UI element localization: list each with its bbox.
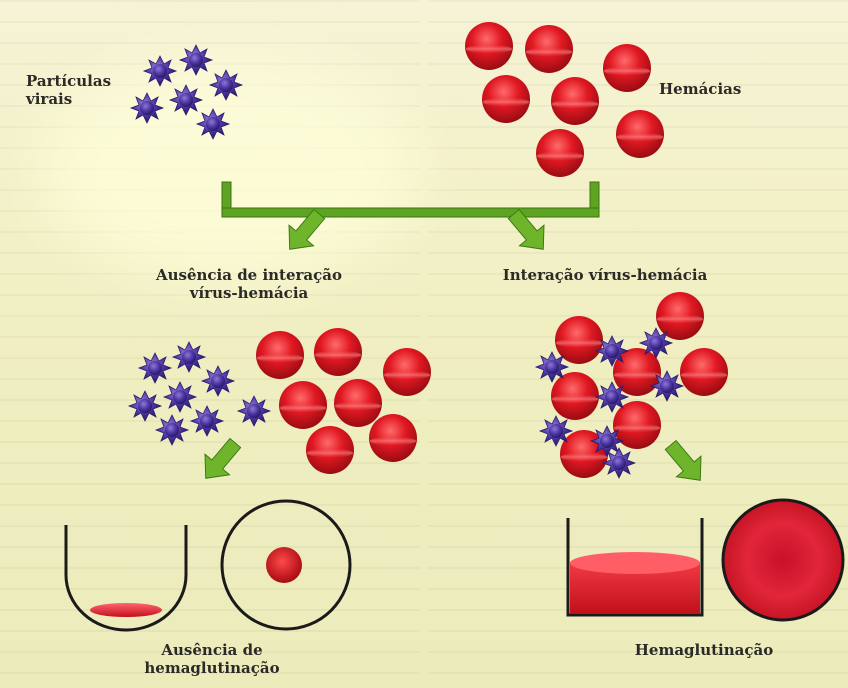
arrow-lower-right bbox=[658, 435, 712, 491]
label-no-interaction: Ausência de interação vírus-hemácia bbox=[124, 266, 374, 302]
well-side-view-negative bbox=[66, 525, 186, 630]
label-no-interaction-text: Ausência de interação vírus-hemácia bbox=[156, 266, 342, 302]
separate-viruses bbox=[129, 342, 270, 445]
label-viral-particles-text: Partículas virais bbox=[26, 72, 111, 108]
arrow-lower-left bbox=[193, 433, 247, 489]
well-top-view-positive bbox=[723, 500, 843, 620]
label-hemagglutination: Hemaglutinação bbox=[624, 641, 784, 659]
red-blood-cells-cluster bbox=[465, 22, 664, 177]
label-no-hemagglutination: Ausência de hemaglutinação bbox=[132, 641, 292, 677]
agglutinated-lattice bbox=[536, 292, 728, 478]
separate-red-cells bbox=[256, 328, 431, 474]
label-red-cells-text: Hemácias bbox=[659, 80, 741, 98]
label-red-cells: Hemácias bbox=[659, 80, 741, 98]
label-interaction: Interação vírus-hemácia bbox=[480, 266, 730, 284]
label-no-hemagglutination-text: Ausência de hemaglutinação bbox=[144, 641, 279, 677]
label-viral-particles: Partículas virais bbox=[26, 72, 111, 108]
label-hemagglutination-text: Hemaglutinação bbox=[635, 641, 774, 659]
viral-particles-cluster bbox=[131, 45, 242, 139]
mixing-bracket bbox=[222, 182, 599, 217]
label-interaction-text: Interação vírus-hemácia bbox=[503, 266, 708, 284]
well-side-view-positive bbox=[568, 518, 702, 615]
well-top-view-negative bbox=[222, 501, 350, 629]
